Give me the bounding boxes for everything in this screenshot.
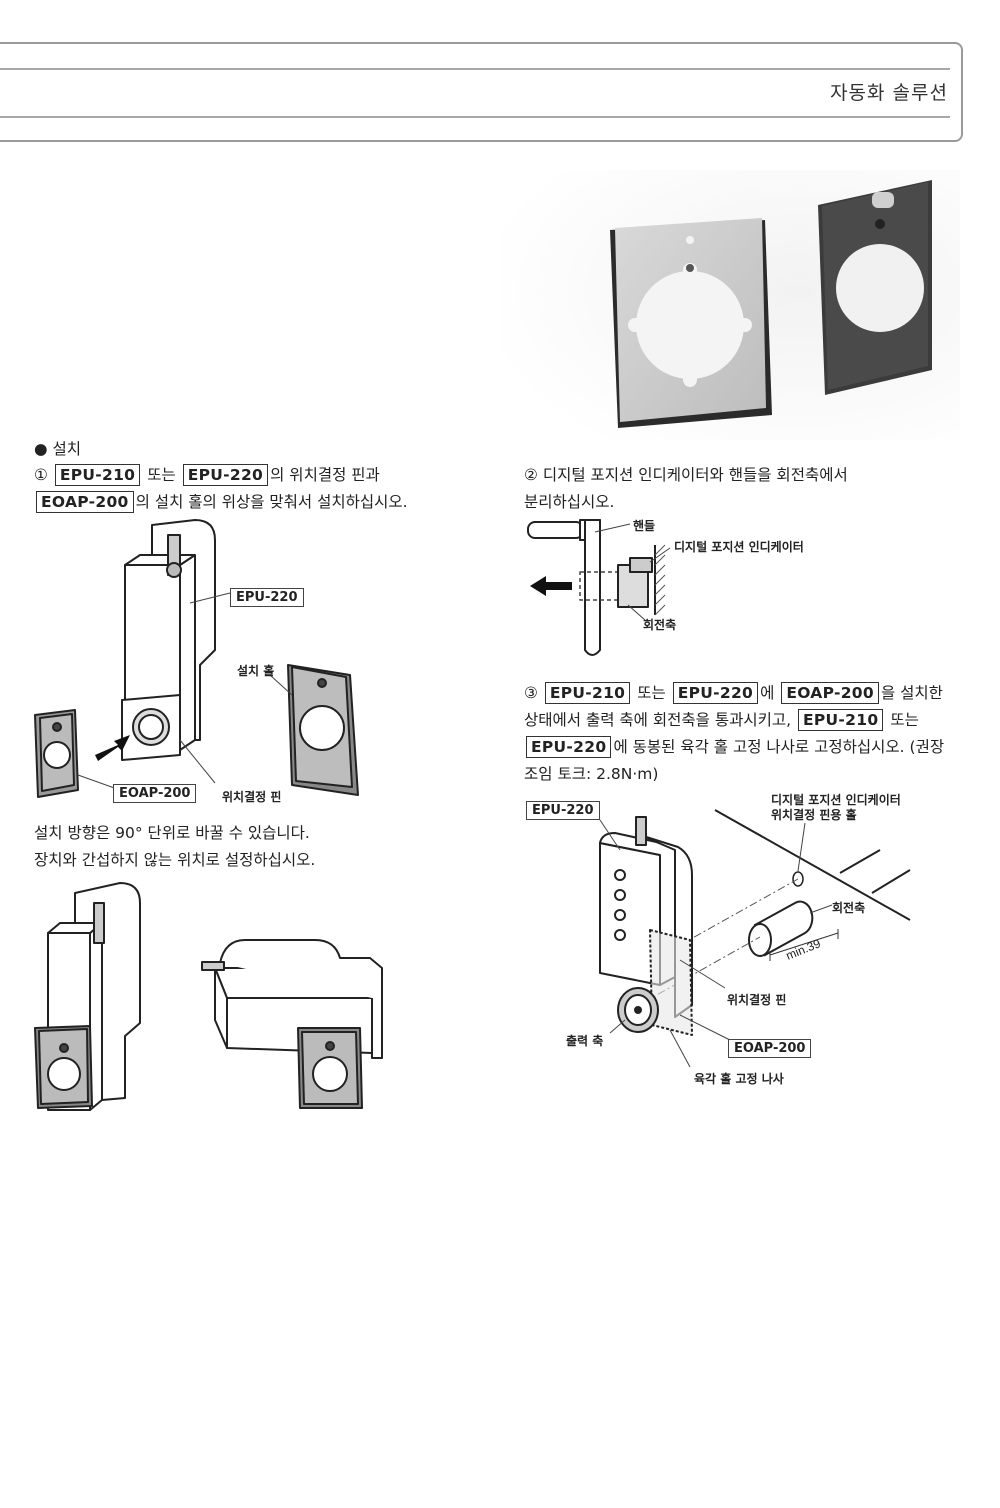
fig3-label-handle: 핸들	[633, 519, 656, 533]
fig3-label-shaft: 회전축	[643, 618, 677, 632]
step3-or2: 또는	[890, 711, 919, 729]
step3-or1: 또는	[637, 684, 666, 702]
fig4-label-pinhole-line1: 디지털 포지션 인디케이터	[771, 793, 901, 807]
step3-line2: 상태에서 출력 축에 회전축을 통과시키고, EPU-210 또는	[524, 707, 919, 734]
step3-number: ③	[524, 684, 538, 702]
model-box-eoap200: EOAP-200	[36, 491, 134, 513]
model-box-eoap200: EOAP-200	[781, 682, 879, 704]
orientation-diagram	[34, 882, 383, 1111]
step3-t1: 에	[760, 684, 775, 702]
fig4-label-epu220: EPU-220	[526, 801, 600, 820]
fig4-label-output: 출력 축	[566, 1034, 604, 1048]
model-box-epu220: EPU-220	[526, 736, 612, 758]
step3-line2-text: 상태에서 출력 축에 회전축을 통과시키고,	[524, 711, 792, 729]
fig4-label-pin: 위치결정 핀	[727, 993, 787, 1007]
header-rule-bottom	[0, 116, 950, 118]
page-title: 자동화 솔루션	[830, 82, 948, 104]
step3-t2: 을 설치한	[880, 684, 943, 702]
assembly-diagram: min.39	[599, 809, 911, 1068]
fig4-label-pinhole-line2: 위치결정 핀용 홀	[771, 808, 857, 822]
removal-diagram	[527, 519, 671, 656]
step1-number: ①	[34, 466, 48, 484]
fig1-label-epu220: EPU-220	[230, 588, 304, 607]
fig4-label-screw: 육각 홀 고정 나사	[694, 1072, 784, 1086]
product-photo	[500, 170, 960, 440]
install-heading: ● 설치	[34, 440, 81, 458]
model-box-epu220: EPU-220	[672, 682, 759, 704]
header-frame	[0, 42, 963, 142]
model-box-epu210: EPU-210	[544, 682, 631, 704]
fig1-label-hole: 설치 홀	[237, 664, 275, 678]
model-box-epu210: EPU-210	[54, 464, 141, 486]
fig4-label-eoap200: EOAP-200	[728, 1039, 812, 1058]
fig4-label-shaft: 회전축	[832, 901, 866, 915]
step2-line2: 분리하십시오.	[524, 493, 615, 511]
model-box-epu220: EPU-220	[182, 464, 269, 486]
model-box-epu210: EPU-210	[798, 709, 884, 731]
fig3-label-indicator: 디지털 포지션 인디케이터	[674, 540, 804, 554]
install-diagram	[34, 519, 359, 798]
step3-line3-text: 에 동봉된 육각 홀 고정 나사로 고정하십시오. (권장	[613, 738, 945, 756]
install-note1: 설치 방향은 90° 단위로 바꿀 수 있습니다.	[34, 824, 310, 842]
install-note2: 장치와 간섭하지 않는 위치로 설정하십시오.	[34, 851, 316, 869]
step1-text2: 의 설치 홀의 위상을 맞춰서 설치하십시오.	[135, 493, 408, 511]
step1-text1: 의 위치결정 핀과	[270, 466, 380, 484]
header-rule-top	[0, 68, 950, 70]
step2-line1: ② 디지털 포지션 인디케이터와 핸들을 회전축에서	[524, 466, 848, 484]
fig1-label-eoap200: EOAP-200	[113, 784, 197, 803]
fig1-label-pin: 위치결정 핀	[222, 790, 282, 804]
step3-line4: 조임 토크: 2.8N·m)	[524, 765, 659, 783]
step1-or: 또는	[147, 466, 176, 484]
